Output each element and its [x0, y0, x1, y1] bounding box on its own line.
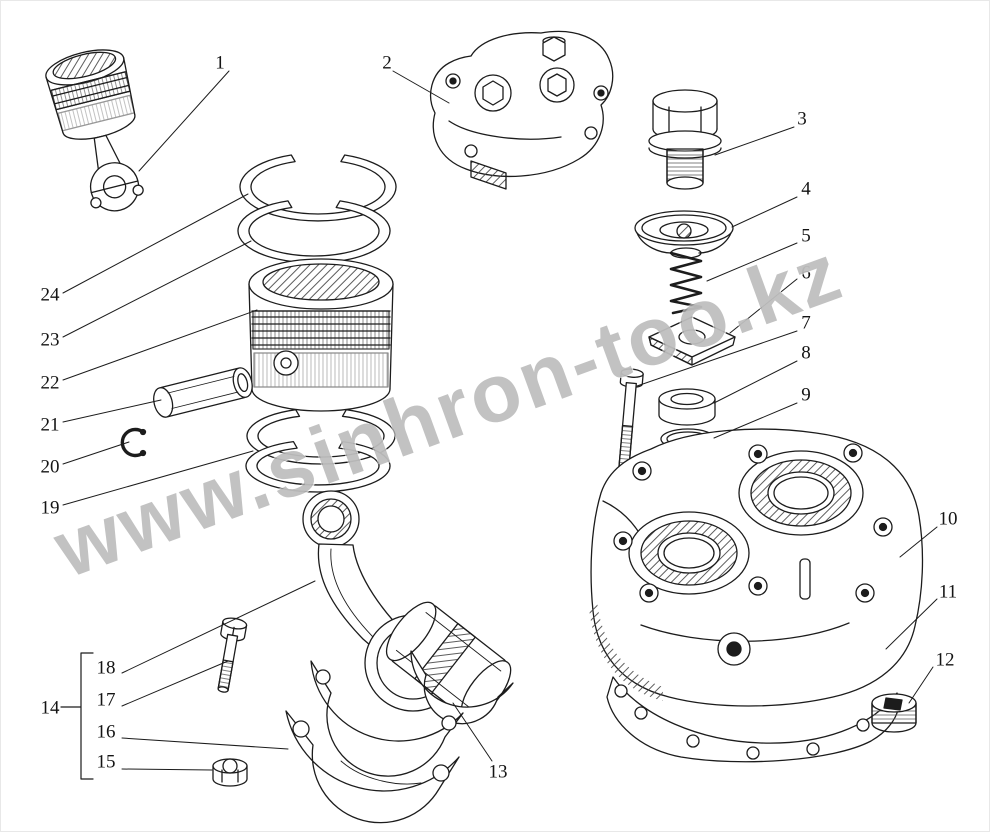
callout-18: 18	[96, 657, 116, 679]
group-bracket	[60, 652, 94, 780]
callout-22: 22	[40, 372, 60, 394]
piston-drawing	[248, 258, 394, 412]
callout-3: 3	[797, 108, 807, 130]
callout-7: 7	[801, 312, 811, 334]
piston-rod-assembly-drawing	[45, 49, 144, 212]
callout-15: 15	[96, 751, 116, 773]
callout-12: 12	[935, 649, 955, 671]
callout-16: 16	[96, 721, 116, 743]
valve-seat-drawing	[634, 210, 734, 254]
bearing-shell-drawing	[410, 650, 514, 725]
screw-plug-drawing	[871, 693, 917, 733]
compression-rings-drawing	[237, 154, 397, 264]
callout-9: 9	[801, 384, 811, 406]
piston-pin-drawing	[153, 367, 253, 418]
callout-2: 2	[382, 52, 392, 74]
callout-8: 8	[801, 342, 811, 364]
bearing-cap-drawing	[285, 660, 464, 824]
callout-19: 19	[40, 497, 60, 519]
rod-bolt-drawing	[217, 617, 248, 693]
callout-4: 4	[801, 178, 811, 200]
callout-23: 23	[40, 329, 60, 351]
callout-6: 6	[801, 262, 811, 284]
callout-10: 10	[938, 508, 958, 530]
callout-5: 5	[801, 225, 811, 247]
callout-20: 20	[40, 456, 60, 478]
callout-21: 21	[40, 414, 60, 436]
callout-13: 13	[488, 761, 508, 783]
crank-journal-drawing	[385, 601, 512, 720]
bolt-holes	[613, 443, 893, 603]
callout-1: 1	[215, 52, 225, 74]
circlip-drawing	[120, 427, 147, 458]
hex-plug-drawing	[648, 89, 722, 190]
cylinder-head-drawing	[430, 30, 614, 190]
callout-17: 17	[96, 689, 116, 711]
callout-11: 11	[938, 581, 958, 603]
valve-plate-drawing	[648, 316, 736, 366]
callout-24: 24	[40, 284, 60, 306]
valve-drawing	[658, 388, 716, 426]
callout-14: 14	[40, 697, 60, 719]
nut-drawing	[212, 758, 248, 787]
oil-rings-drawing	[245, 409, 396, 493]
spring-drawing	[669, 247, 703, 315]
crankcase-drawing	[589, 428, 924, 763]
leader-lines	[62, 70, 938, 771]
